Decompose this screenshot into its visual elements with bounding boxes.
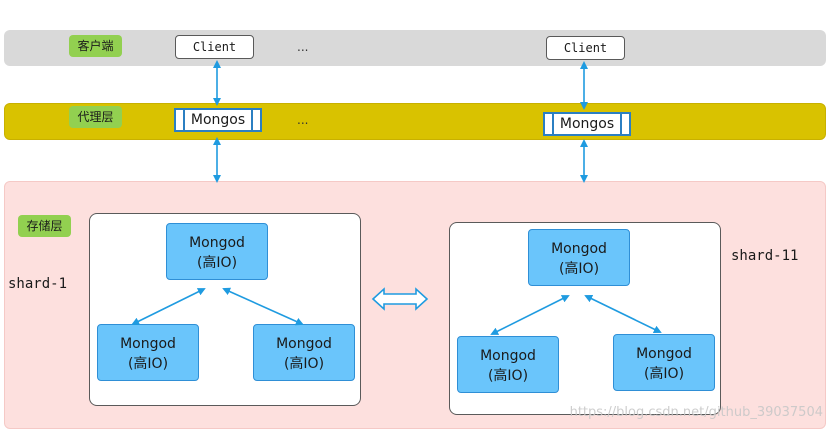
shard-1-secondary-mongod-2: Mongod (高IO) <box>253 324 355 381</box>
proxy-ellipsis: ... <box>297 113 309 127</box>
client-layer-band <box>4 30 826 66</box>
mongod-io-note: (高IO) <box>487 368 529 384</box>
mongod-name: Mongod <box>189 235 245 251</box>
client-ellipsis: ... <box>297 40 309 54</box>
mongod-name: Mongod <box>480 348 536 364</box>
shard-1-label: shard-1 <box>8 276 68 292</box>
proxy-layer-tag: 代理层 <box>69 106 122 128</box>
mongod-name: Mongod <box>636 346 692 362</box>
client-node-1: Client <box>175 35 254 59</box>
mongos-node-1: Mongos <box>174 108 262 132</box>
shard-1-primary-mongod: Mongod (高IO) <box>166 223 268 280</box>
shard-11-secondary-mongod-2: Mongod (高IO) <box>613 334 715 391</box>
mongos-node-label: Mongos <box>190 112 246 128</box>
shard-1-secondary-mongod-1: Mongod (高IO) <box>97 324 199 381</box>
shard-11-secondary-mongod-1: Mongod (高IO) <box>457 336 559 393</box>
mongod-io-note: (高IO) <box>196 255 238 271</box>
mongos-node-2: Mongos <box>543 112 631 136</box>
storage-layer-tag: 存储层 <box>18 215 71 237</box>
shard-11-label: shard-11 <box>731 248 799 264</box>
mongos-node-edge <box>176 110 185 130</box>
mongod-io-note: (高IO) <box>283 356 325 372</box>
mongod-name: Mongod <box>551 241 607 257</box>
mongod-name: Mongod <box>276 336 332 352</box>
shard-11-primary-mongod: Mongod (高IO) <box>528 229 630 286</box>
mongos-node-label: Mongos <box>559 116 615 132</box>
client-layer-tag: 客户端 <box>69 35 122 57</box>
mongos-node-edge <box>545 114 554 134</box>
mongod-name: Mongod <box>120 336 176 352</box>
client-node-2: Client <box>546 36 625 60</box>
mongos-node-edge <box>251 110 260 130</box>
mongod-io-note: (高IO) <box>127 356 169 372</box>
mongod-io-note: (高IO) <box>643 366 685 382</box>
mongod-io-note: (高IO) <box>558 261 600 277</box>
proxy-layer-band <box>4 103 826 140</box>
watermark: https://blog.csdn.net/github_39037504 <box>569 405 823 420</box>
mongos-node-edge <box>620 114 629 134</box>
